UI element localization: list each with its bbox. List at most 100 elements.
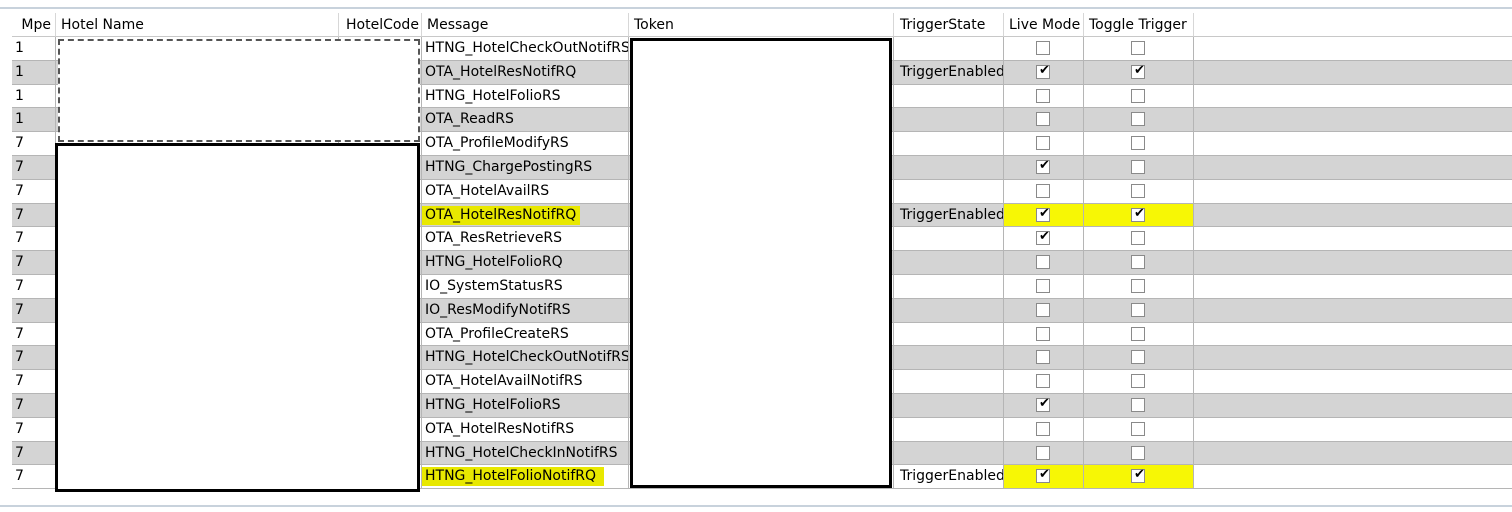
trigger-state-cell[interactable] <box>894 275 1004 299</box>
message-cell[interactable]: OTA_HotelAvailRS <box>422 179 629 204</box>
mpe-cell[interactable]: 7 <box>12 298 56 323</box>
message-cell[interactable]: HTNG_HotelFolioRQ <box>422 251 629 275</box>
live-mode-cell[interactable] <box>1004 370 1084 394</box>
message-cell[interactable]: HTNG_HotelFolioNotifRQ <box>422 465 629 490</box>
live-mode-cell[interactable]: ✔ <box>1004 156 1084 180</box>
toggle-trigger-checkbox[interactable] <box>1131 255 1145 270</box>
mpe-cell[interactable]: 1 <box>12 108 56 133</box>
toggle-trigger-checkbox[interactable] <box>1131 302 1145 317</box>
live-mode-cell[interactable] <box>1004 322 1084 347</box>
live-mode-cell[interactable] <box>1004 37 1084 61</box>
toggle-trigger-cell[interactable]: ✔ <box>1084 203 1194 228</box>
message-cell[interactable]: OTA_HotelResNotifRQ <box>422 203 629 228</box>
live-mode-checkbox[interactable]: ✔ <box>1036 158 1050 174</box>
toggle-trigger-checkbox[interactable] <box>1131 350 1145 365</box>
trigger-state-cell[interactable]: TriggerEnabled <box>894 465 1004 490</box>
message-cell[interactable]: OTA_HotelResNotifRS <box>422 417 629 442</box>
live-mode-cell[interactable] <box>1004 298 1084 323</box>
trigger-state-cell[interactable] <box>894 251 1004 275</box>
toggle-trigger-checkbox[interactable] <box>1131 112 1145 127</box>
message-cell[interactable]: HTNG_HotelCheckInNotifRS <box>422 441 629 466</box>
toggle-trigger-checkbox[interactable]: ✔ <box>1131 63 1145 79</box>
live-mode-checkbox[interactable] <box>1036 445 1050 460</box>
live-mode-checkbox[interactable] <box>1036 302 1050 317</box>
toggle-trigger-cell[interactable] <box>1084 156 1194 180</box>
message-cell[interactable]: IO_ResModifyNotifRS <box>422 298 629 323</box>
mpe-cell[interactable]: 7 <box>12 417 56 442</box>
live-mode-checkbox[interactable] <box>1036 279 1050 293</box>
toggle-trigger-cell[interactable] <box>1084 275 1194 299</box>
toggle-trigger-cell[interactable] <box>1084 84 1194 109</box>
mpe-cell[interactable]: 7 <box>12 322 56 347</box>
live-mode-cell[interactable] <box>1004 275 1084 299</box>
mpe-cell[interactable]: 7 <box>12 370 56 394</box>
mpe-cell[interactable]: 7 <box>12 251 56 275</box>
column-header-mpe[interactable]: Mpe <box>12 13 56 37</box>
toggle-trigger-checkbox[interactable] <box>1131 326 1145 341</box>
trigger-state-cell[interactable] <box>894 441 1004 466</box>
toggle-trigger-cell[interactable] <box>1084 179 1194 204</box>
live-mode-checkbox[interactable] <box>1036 421 1050 436</box>
column-header-toggle-trigger[interactable]: Toggle Trigger <box>1084 13 1194 37</box>
column-header-hotel-name[interactable]: Hotel Name <box>56 13 339 37</box>
toggle-trigger-cell[interactable] <box>1084 394 1194 418</box>
toggle-trigger-checkbox[interactable] <box>1131 183 1145 198</box>
toggle-trigger-cell[interactable] <box>1084 37 1194 61</box>
toggle-trigger-checkbox[interactable] <box>1131 374 1145 389</box>
trigger-state-cell[interactable]: TriggerEnabled <box>894 60 1004 85</box>
table-row[interactable]: 7 OTA_HotelResNotifRS <box>12 417 1512 442</box>
toggle-trigger-checkbox[interactable]: ✔ <box>1131 206 1145 222</box>
message-cell[interactable]: HTNG_HotelCheckOutNotifRS <box>422 37 629 61</box>
live-mode-cell[interactable]: ✔ <box>1004 60 1084 85</box>
table-row[interactable]: 1 HTNG_HotelCheckOutNotifRS <box>12 37 1512 61</box>
message-cell[interactable]: OTA_HotelAvailNotifRS <box>422 370 629 394</box>
mpe-cell[interactable]: 7 <box>12 346 56 371</box>
trigger-state-cell[interactable] <box>894 298 1004 323</box>
toggle-trigger-cell[interactable] <box>1084 132 1194 156</box>
message-cell[interactable]: OTA_ReadRS <box>422 108 629 133</box>
live-mode-checkbox[interactable] <box>1036 326 1050 341</box>
live-mode-checkbox[interactable]: ✔ <box>1036 229 1050 246</box>
message-cell[interactable]: IO_SystemStatusRS <box>422 275 629 299</box>
message-cell[interactable]: OTA_ResRetrieveRS <box>422 227 629 252</box>
live-mode-checkbox[interactable] <box>1036 88 1050 103</box>
toggle-trigger-checkbox[interactable] <box>1131 160 1145 174</box>
trigger-state-cell[interactable] <box>894 394 1004 418</box>
live-mode-cell[interactable] <box>1004 132 1084 156</box>
toggle-trigger-checkbox[interactable] <box>1131 421 1145 436</box>
toggle-trigger-cell[interactable]: ✔ <box>1084 60 1194 85</box>
mpe-cell[interactable]: 7 <box>12 441 56 466</box>
live-mode-checkbox[interactable]: ✔ <box>1036 63 1050 79</box>
message-cell[interactable]: HTNG_HotelCheckOutNotifRS <box>422 346 629 371</box>
toggle-trigger-cell[interactable] <box>1084 370 1194 394</box>
live-mode-cell[interactable] <box>1004 417 1084 442</box>
toggle-trigger-checkbox[interactable] <box>1131 445 1145 460</box>
trigger-state-cell[interactable] <box>894 84 1004 109</box>
trigger-state-cell[interactable]: TriggerEnabled <box>894 203 1004 228</box>
live-mode-cell[interactable]: ✔ <box>1004 394 1084 418</box>
message-cell[interactable]: HTNG_HotelFolioRS <box>422 394 629 418</box>
toggle-trigger-checkbox[interactable] <box>1131 231 1145 246</box>
trigger-state-cell[interactable] <box>894 322 1004 347</box>
trigger-state-cell[interactable] <box>894 179 1004 204</box>
live-mode-cell[interactable] <box>1004 108 1084 133</box>
mpe-cell[interactable]: 7 <box>12 394 56 418</box>
toggle-trigger-cell[interactable] <box>1084 298 1194 323</box>
mpe-cell[interactable]: 7 <box>12 156 56 180</box>
mpe-cell[interactable]: 1 <box>12 84 56 109</box>
mpe-cell[interactable]: 1 <box>12 60 56 85</box>
message-cell[interactable]: HTNG_ChargePostingRS <box>422 156 629 180</box>
live-mode-checkbox[interactable] <box>1036 41 1050 55</box>
live-mode-cell[interactable]: ✔ <box>1004 465 1084 490</box>
trigger-state-cell[interactable] <box>894 417 1004 442</box>
toggle-trigger-checkbox[interactable] <box>1131 88 1145 103</box>
mpe-cell[interactable]: 1 <box>12 37 56 61</box>
live-mode-checkbox[interactable] <box>1036 183 1050 198</box>
mpe-cell[interactable]: 7 <box>12 179 56 204</box>
toggle-trigger-checkbox[interactable]: ✔ <box>1131 467 1145 484</box>
message-cell[interactable]: OTA_HotelResNotifRQ <box>422 60 629 85</box>
trigger-state-cell[interactable] <box>894 346 1004 371</box>
live-mode-cell[interactable]: ✔ <box>1004 203 1084 228</box>
